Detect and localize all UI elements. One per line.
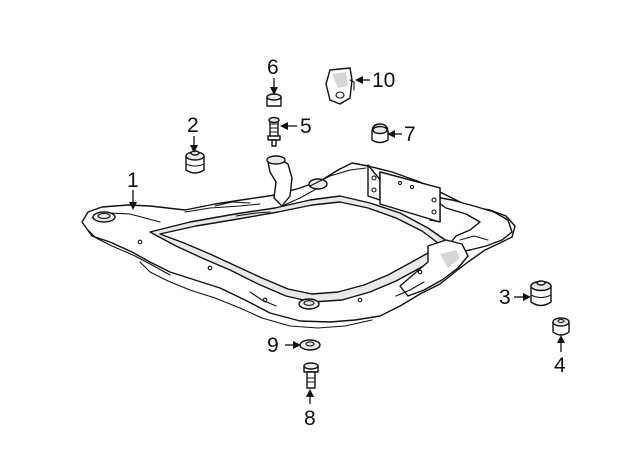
callout-1: 1 <box>127 169 139 192</box>
callout-labels: 1 2 3 4 5 6 7 8 9 10 <box>127 56 566 430</box>
callout-2: 2 <box>187 114 199 137</box>
callout-5: 5 <box>300 115 312 138</box>
callout-3: 3 <box>499 286 511 309</box>
leaders <box>129 76 565 404</box>
callout-4: 4 <box>554 354 566 377</box>
callout-6: 6 <box>267 56 279 79</box>
nut-6 <box>266 93 282 107</box>
washer-9 <box>299 339 321 351</box>
callout-8: 8 <box>304 407 316 430</box>
bushing-4 <box>552 317 570 336</box>
callout-10: 10 <box>372 69 395 92</box>
cap-7 <box>371 123 389 144</box>
subframe <box>81 155 516 329</box>
bracket-10 <box>325 67 355 105</box>
callout-9: 9 <box>267 334 279 357</box>
bushing-2 <box>185 150 205 174</box>
stud-5 <box>267 116 281 147</box>
bolt-8 <box>303 362 319 389</box>
callout-7: 7 <box>404 123 416 146</box>
bushing-3 <box>530 280 552 307</box>
